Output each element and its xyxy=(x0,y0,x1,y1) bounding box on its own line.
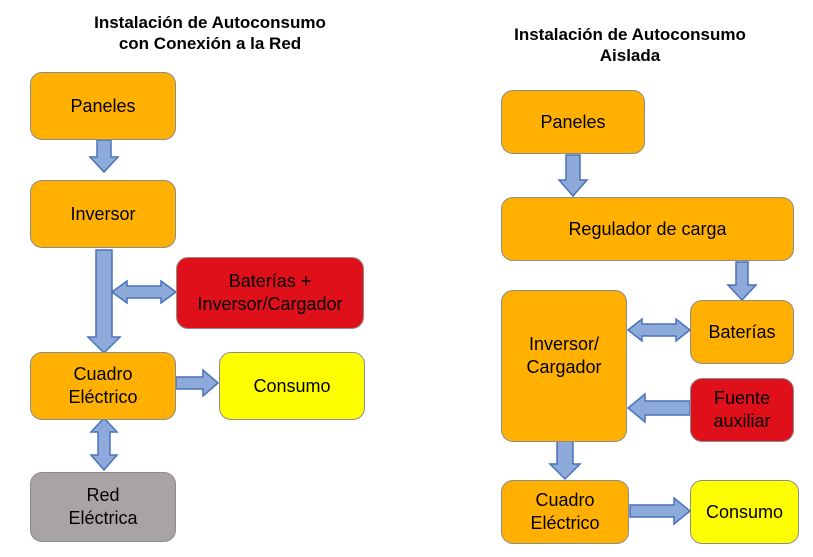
arrow-board-to-consumption-right xyxy=(629,496,692,526)
left-grid-box: Red Eléctrica xyxy=(30,472,176,542)
left-inverter-box: Inversor xyxy=(30,180,176,248)
arrow-inverter-to-board-right xyxy=(548,440,582,481)
right-batteries-box: Baterías xyxy=(690,300,794,364)
right-inverter-charger-box: Inversor/ Cargador xyxy=(501,290,627,442)
left-panels-box: Paneles xyxy=(30,72,176,140)
arrow-inverter-batteries-bidirectional-right xyxy=(626,317,692,343)
right-aux-source-box: Fuente auxiliar xyxy=(690,378,794,442)
left-panel-board-box: Cuadro Eléctrico xyxy=(30,352,176,420)
arrow-board-to-consumption xyxy=(175,368,220,398)
arrow-panels-to-regulator xyxy=(557,154,589,198)
right-diagram-title: Instalación de Autoconsumo Aislada xyxy=(514,25,746,65)
arrow-inverter-batteries-bidirectional xyxy=(110,279,178,305)
right-charge-controller-box: Regulador de carga xyxy=(501,197,794,261)
arrow-regulator-to-batteries xyxy=(726,261,758,302)
arrow-panels-to-inverter xyxy=(88,139,120,174)
arrow-board-grid-bidirectional xyxy=(89,416,119,472)
left-diagram-title: Instalación de Autoconsumo con Conexión … xyxy=(94,13,326,53)
right-panels-box: Paneles xyxy=(501,90,645,154)
right-consumption-box: Consumo xyxy=(690,480,799,544)
arrow-inverter-to-board xyxy=(86,249,122,355)
arrow-aux-to-inverter xyxy=(626,392,691,424)
left-batteries-box: Baterías + Inversor/Cargador xyxy=(176,257,364,329)
left-consumption-box: Consumo xyxy=(219,352,365,420)
right-panel-board-box: Cuadro Eléctrico xyxy=(501,480,629,544)
